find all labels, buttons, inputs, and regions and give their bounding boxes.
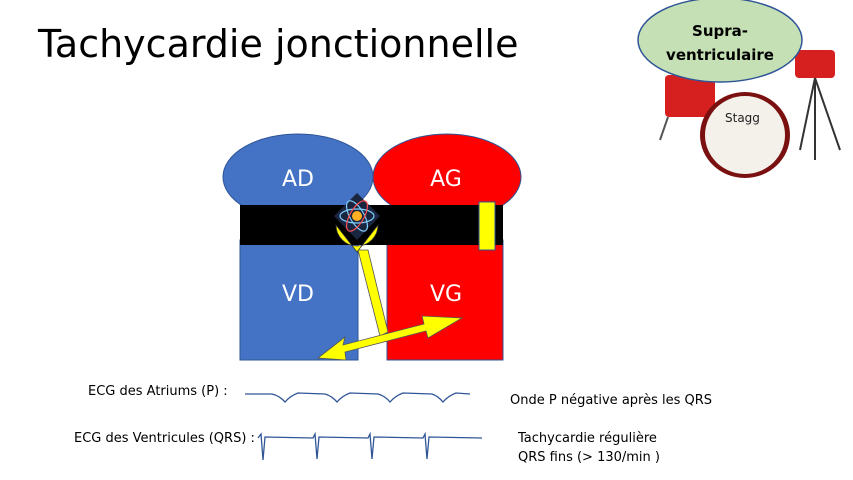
atom-icon — [334, 193, 380, 253]
label-ad: AD — [282, 167, 314, 192]
label-vg: VG — [430, 282, 462, 307]
right-ventricle — [239, 239, 359, 361]
ecg-atria-label: ECG des Atriums (P) : — [88, 384, 228, 399]
badge-line-1: Supra- — [692, 22, 748, 40]
label-vd: VD — [282, 282, 314, 307]
label-ag: AG — [430, 167, 462, 192]
ecg-ventricles-label: ECG des Ventricules (QRS) : — [74, 431, 255, 446]
ecg-qrs-trace — [257, 431, 483, 461]
supraventricular-badge — [637, 0, 803, 83]
ecg-ventricles-note-2: QRS fins (> 130/min ) — [518, 450, 660, 465]
drum-brand: Stagg — [725, 111, 760, 125]
ecg-ventricles-note-1: Tachycardie régulière — [518, 431, 657, 446]
slide-title: Tachycardie jonctionnelle — [38, 22, 519, 66]
conduction-arrow — [316, 249, 464, 361]
left-ventricle — [386, 239, 504, 361]
drum-kit-image: Stagg — [659, 50, 841, 178]
accessory-block — [478, 201, 496, 251]
ecg-atria-note: Onde P négative après les QRS — [510, 393, 713, 408]
ecg-p-wave-trace — [245, 392, 471, 404]
badge-line-2: ventriculaire — [666, 46, 774, 64]
